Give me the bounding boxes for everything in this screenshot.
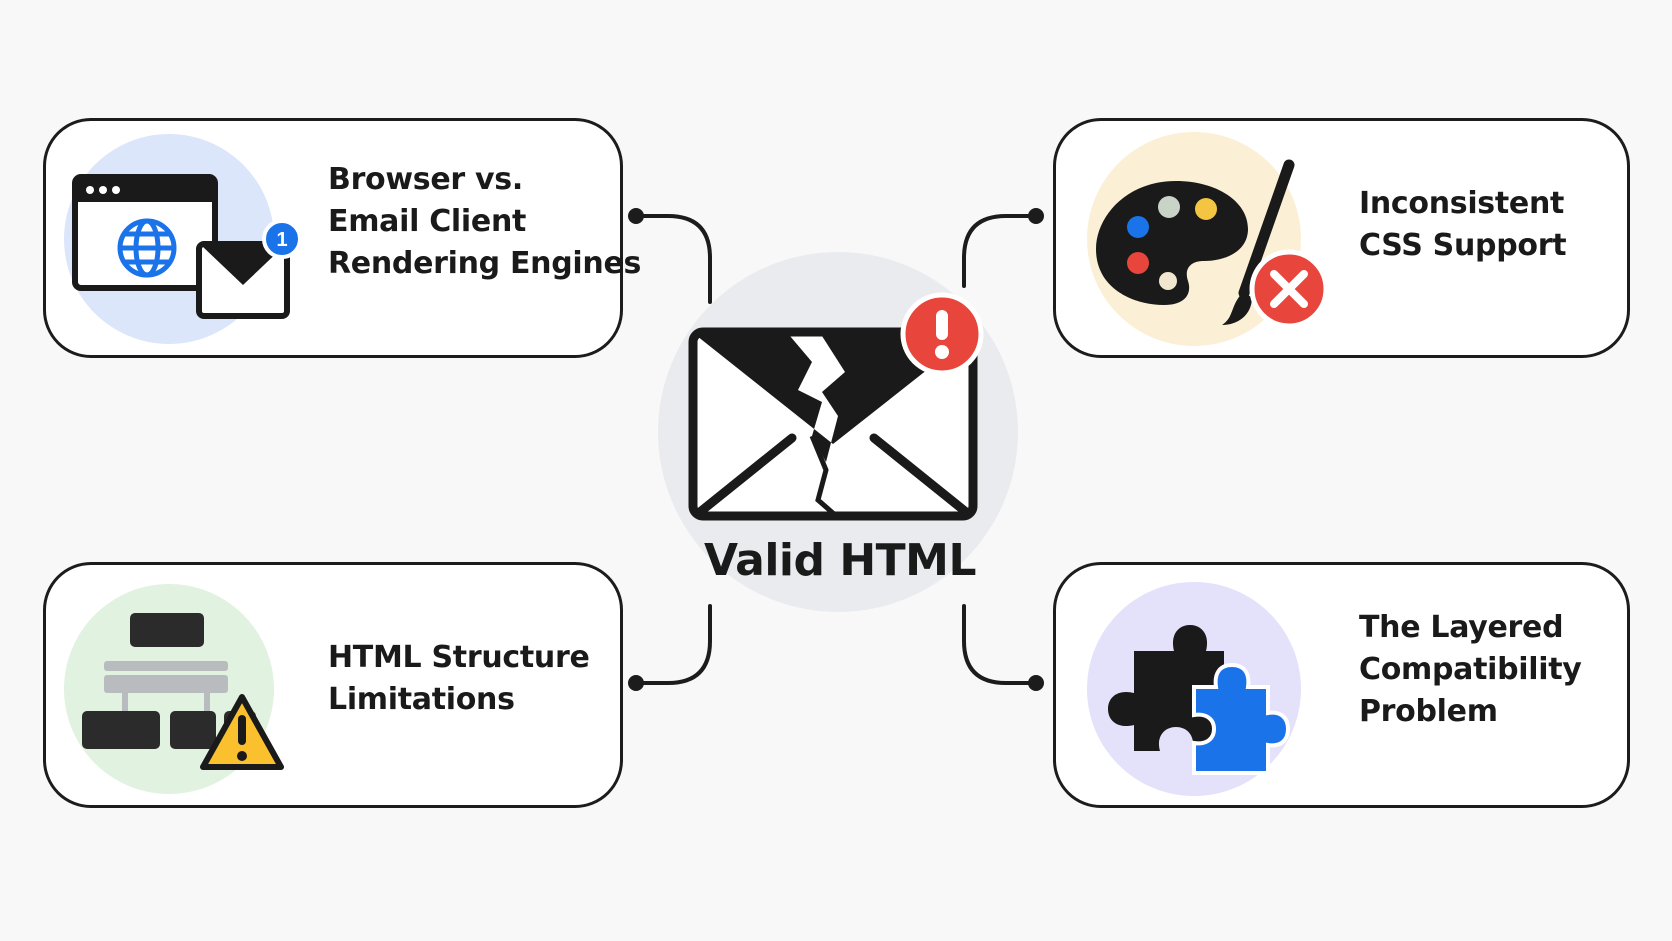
card-layered-compat: The Layered Compatibility Problem [1053, 562, 1630, 808]
card-browser-vs-email: 1 Browser vs. Email Client Rendering Eng… [43, 118, 641, 358]
browser-window-email-icon: 1 [64, 134, 302, 344]
card-label: HTML Structure Limitations [328, 640, 590, 717]
card-label: Browser vs. Email Client Rendering Engin… [328, 162, 642, 281]
close-icon [1249, 249, 1329, 329]
connector-dot-bottom-left [628, 675, 644, 691]
connector-top-left [634, 214, 712, 304]
connector-dot-bottom-right [1028, 675, 1044, 691]
connector-dot-top-right [1028, 208, 1044, 224]
exclamation-icon [900, 292, 984, 376]
puzzle-pieces-icon [1087, 582, 1301, 796]
notification-badge: 1 [276, 229, 287, 251]
connector-bottom-right [962, 604, 1038, 685]
center-title: Valid HTML [704, 535, 976, 586]
card-inconsistent-css: Inconsistent CSS Support [1053, 118, 1630, 358]
email-icon [196, 241, 290, 319]
hierarchy-warning-icon [64, 584, 284, 794]
warning-icon [200, 694, 284, 770]
card-label: The Layered Compatibility Problem [1359, 610, 1582, 729]
card-label: Inconsistent CSS Support [1359, 186, 1567, 263]
card-html-structure: HTML Structure Limitations [43, 562, 623, 808]
globe-icon [117, 218, 177, 278]
connector-top-right [962, 214, 1038, 288]
paint-palette-icon [1087, 132, 1329, 346]
connector-dot-top-left [628, 208, 644, 224]
connector-bottom-left [634, 604, 712, 685]
